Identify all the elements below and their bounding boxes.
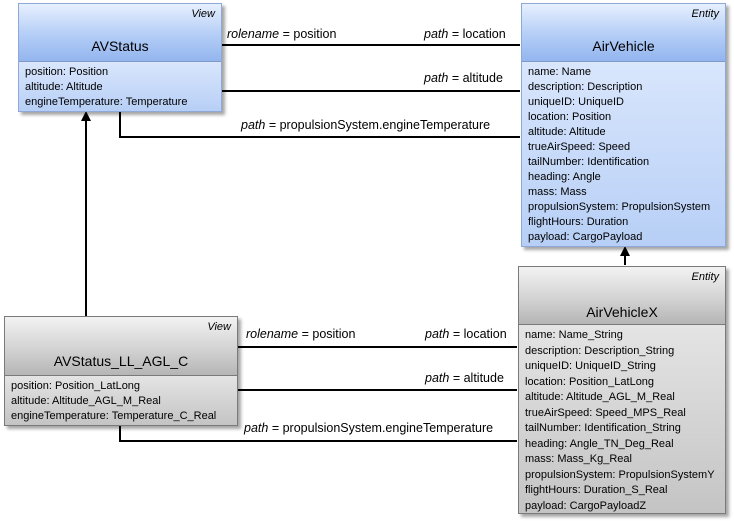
- keyword-path: path: [244, 421, 269, 435]
- attribute: flightHours: Duration: [528, 216, 629, 228]
- class-avstatus-header: View AVStatus: [19, 4, 221, 62]
- attribute: description: Description: [528, 81, 643, 93]
- class-name: AVStatus: [91, 38, 149, 54]
- attribute: altitude: Altitude_AGL_M_Real: [525, 391, 675, 403]
- label-rolename-position-top: rolename = position: [227, 27, 337, 41]
- class-avstatus-attributes: position: Position altitude: Altitude en…: [19, 62, 221, 111]
- attribute: location: Position: [528, 111, 612, 123]
- attribute: tailNumber: Identification: [528, 156, 650, 168]
- attribute: name: Name_String: [525, 329, 623, 341]
- attribute: altitude: Altitude_AGL_M_Real: [11, 395, 161, 407]
- label-path-location-top: path = location: [424, 27, 506, 41]
- class-airvehiclex-attributes: name: Name_String description: Descripti…: [519, 325, 725, 513]
- attribute: heading: Angle: [528, 171, 601, 183]
- keyword-path: path: [425, 327, 450, 341]
- keyword-rolename: rolename: [227, 27, 280, 41]
- keyword-path: path: [241, 118, 266, 132]
- attribute: position: Position: [25, 66, 109, 78]
- keyword-path: path: [425, 371, 450, 385]
- class-name: AVStatus_LL_AGL_C: [53, 353, 189, 369]
- label-rolename-position-bottom: rolename = position: [246, 327, 356, 341]
- class-airvehicle[interactable]: Entity AirVehicle name: Name description…: [521, 3, 726, 247]
- stereotype-label: Entity: [691, 271, 719, 283]
- label-path-altitude-bottom: path = altitude: [425, 371, 504, 385]
- keyword-path: path: [424, 71, 449, 85]
- class-airvehiclex[interactable]: Entity AirVehicleX name: Name_String des…: [518, 266, 726, 514]
- keyword-rolename: rolename: [246, 327, 299, 341]
- attribute: altitude: Altitude: [528, 126, 606, 138]
- attribute: payload: CargoPayloadZ: [525, 499, 647, 512]
- class-name: AirVehicle: [592, 38, 655, 54]
- attribute: heading: Angle_TN_Deg_Real: [525, 437, 674, 450]
- class-avstatus-ll-agl-c-header: View AVStatus_LL_AGL_C: [5, 317, 237, 376]
- keyword-path: path: [424, 27, 449, 41]
- label-path-location-bottom: path = location: [425, 327, 507, 341]
- attribute: location: Position_LatLong: [525, 375, 655, 388]
- stereotype-label: View: [191, 8, 215, 20]
- attribute: position: Position_LatLong: [11, 380, 141, 392]
- attribute: engineTemperature: Temperature: [25, 96, 188, 108]
- label-path-engine-temp-top: path = propulsionSystem.engineTemperatur…: [241, 118, 491, 132]
- link-engine-temp-bottom: [119, 426, 517, 442]
- attribute: mass: Mass_Kg_Real: [525, 453, 632, 465]
- attribute: uniqueID: UniqueID: [528, 96, 625, 108]
- attribute: name: Name: [528, 66, 591, 78]
- class-name: AirVehicleX: [586, 304, 658, 320]
- attribute: propulsionSystem: PropulsionSystemY: [525, 468, 715, 481]
- class-airvehicle-attributes: name: Name description: Description uniq…: [522, 62, 725, 246]
- attribute: propulsionSystem: PropulsionSystem: [528, 201, 711, 213]
- class-avstatus-ll-agl-c[interactable]: View AVStatus_LL_AGL_C position: Positio…: [4, 316, 238, 426]
- label-path-altitude-top: path = altitude: [424, 71, 503, 85]
- attribute: tailNumber: Identification_String: [525, 422, 681, 434]
- class-avstatus-ll-agl-c-attributes: position: Position_LatLong altitude: Alt…: [5, 376, 237, 425]
- attribute: engineTemperature: Temperature_C_Real: [11, 410, 217, 422]
- class-avstatus[interactable]: View AVStatus position: Position altitud…: [18, 3, 222, 112]
- link-engine-temp-top: [119, 112, 520, 138]
- class-airvehicle-header: Entity AirVehicle: [522, 4, 725, 62]
- label-path-engine-temp-bottom: path = propulsionSystem.engineTemperatur…: [244, 421, 494, 435]
- attribute: trueAirSpeed: Speed: [528, 141, 631, 153]
- attribute: description: Description_String: [525, 344, 675, 357]
- attribute: mass: Mass: [528, 186, 587, 198]
- attribute: trueAirSpeed: Speed_MPS_Real: [525, 406, 686, 419]
- attribute: payload: CargoPayload: [528, 231, 643, 243]
- attribute: altitude: Altitude: [25, 81, 103, 93]
- attribute: flightHours: Duration_S_Real: [525, 484, 668, 496]
- class-airvehiclex-header: Entity AirVehicleX: [519, 267, 725, 325]
- stereotype-label: View: [207, 321, 231, 333]
- attribute: uniqueID: UniqueID_String: [525, 360, 656, 372]
- stereotype-label: Entity: [691, 8, 719, 20]
